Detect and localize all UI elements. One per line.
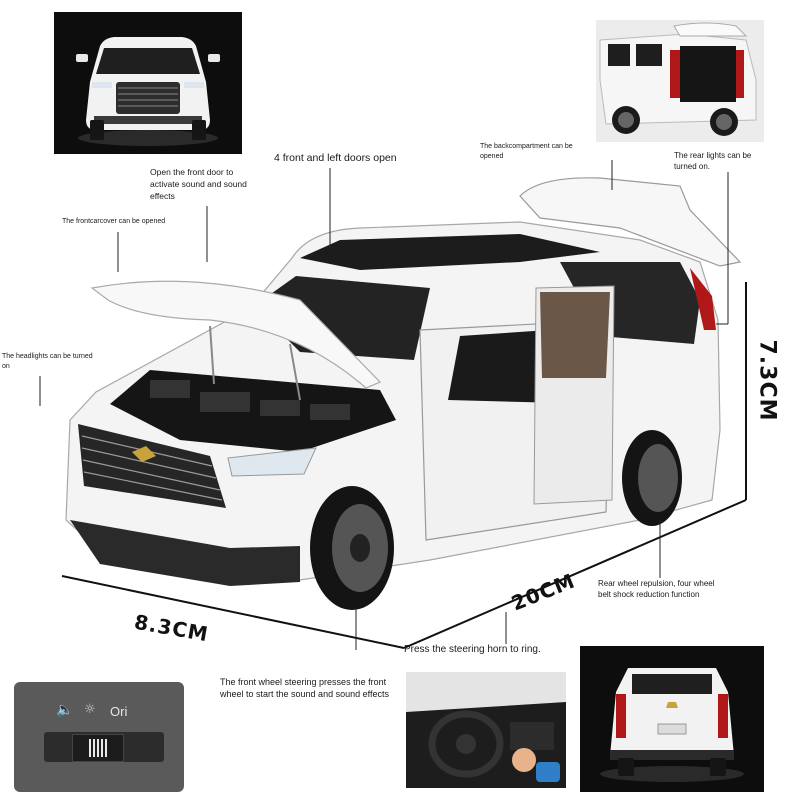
four-doors-note: 4 front and left doors open	[274, 152, 397, 164]
steering-wheel-thumbnail	[406, 672, 566, 788]
front-view-thumbnail	[54, 12, 242, 154]
light-icon: ☼	[84, 702, 96, 717]
front-cover-note: The frontcarcover can be opened	[62, 218, 166, 225]
front-wheel-note: The front wheel steering presses the fro…	[220, 677, 389, 699]
back-compartment-note: The backcompartment can be opened	[480, 143, 573, 160]
steering-horn-note: Press the steering horn to ring.	[404, 644, 541, 655]
dimension-lines	[61, 282, 747, 649]
steering-wheel-image	[406, 672, 566, 788]
rear-wheel-note: Rear wheel repulsion, four wheel belt sh…	[598, 579, 715, 599]
rear-lights-note: The rear lights can be turned on.	[674, 151, 752, 171]
sound-switch-thumbnail: 🔈 ☼ Ori	[14, 682, 184, 792]
height-dimension-label: 7.3CM	[754, 339, 780, 422]
front-door-note: Open the front door to activate sound an…	[150, 167, 247, 201]
rear-view-thumbnail	[580, 646, 764, 792]
rear-open-car-image	[599, 22, 757, 136]
front-view-car-image	[76, 37, 220, 146]
headlights-note: The headlights can be turned on	[2, 353, 93, 370]
slide-switch[interactable]	[72, 734, 124, 762]
rear-view-car-image	[600, 668, 744, 782]
rear-open-thumbnail	[596, 20, 764, 142]
switch-label: Ori	[110, 704, 128, 719]
speaker-icon: 🔈	[56, 702, 74, 718]
pointer-lines	[39, 160, 729, 650]
